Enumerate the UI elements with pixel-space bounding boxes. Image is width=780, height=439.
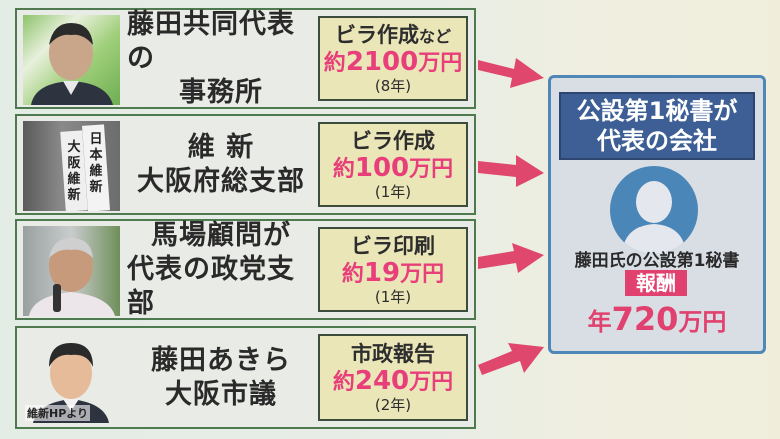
panel-title-line1: 公設第1秘書が bbox=[576, 97, 738, 125]
svg-text:阪: 阪 bbox=[67, 156, 81, 171]
svg-text:日: 日 bbox=[89, 132, 102, 147]
arrow-right-icon bbox=[478, 155, 544, 187]
person-silhouette-icon bbox=[610, 166, 698, 254]
label-line1: 馬場顧問が bbox=[151, 219, 291, 251]
amount-value: 約19万円 bbox=[341, 257, 445, 288]
label-line1: 藤田共同代表の bbox=[127, 8, 295, 74]
svg-text:本: 本 bbox=[89, 147, 102, 163]
amount-years: (1年) bbox=[374, 182, 412, 201]
row-label: 馬場顧問が 代表の政党支部 bbox=[127, 219, 315, 319]
arrow-right-icon bbox=[478, 58, 544, 88]
row-fujita-akira: 維新HPより 藤田あきら 大阪市議 市政報告 約240万円 (2年) bbox=[15, 326, 476, 429]
amount-title: ビラ印刷 bbox=[351, 233, 435, 258]
row-label: 維 新 大阪府総支部 bbox=[127, 116, 315, 213]
panel-title: 公設第1秘書が 代表の会社 bbox=[559, 92, 755, 160]
amount-title: ビラ作成 bbox=[351, 128, 435, 153]
amount-value: 約2100万円 bbox=[323, 46, 463, 77]
label-line2: 代表の政党支部 bbox=[127, 253, 295, 319]
arrow-right-icon bbox=[478, 343, 544, 375]
photo-baba bbox=[23, 226, 120, 316]
secretary-company-panel: 公設第1秘書が 代表の会社 藤田氏の公設第1秘書 報酬 年720万円 bbox=[548, 75, 766, 354]
arrow-right-icon bbox=[478, 243, 544, 273]
panel-title-line2: 代表の会社 bbox=[597, 127, 717, 155]
svg-text:新: 新 bbox=[89, 179, 102, 195]
amount-value: 約100万円 bbox=[332, 152, 454, 183]
fee-value: 年720万円 bbox=[587, 300, 727, 338]
row-baba-branch: 馬場顧問が 代表の政党支部 ビラ印刷 約19万円 (1年) bbox=[15, 219, 476, 320]
amount-box: 市政報告 約240万円 (2年) bbox=[318, 334, 468, 421]
label-line1: 藤田あきら bbox=[151, 344, 291, 376]
amount-years: (1年) bbox=[374, 287, 412, 306]
row-label: 藤田あきら 大阪市議 bbox=[127, 328, 315, 427]
secretary-label: 藤田氏の公設第1秘書 bbox=[574, 251, 740, 271]
photo-fujita bbox=[23, 15, 120, 105]
amount-title: ビラ作成など bbox=[334, 22, 451, 47]
svg-text:維: 維 bbox=[89, 163, 102, 179]
amount-box: ビラ作成 約100万円 (1年) bbox=[318, 122, 468, 207]
svg-text:大: 大 bbox=[67, 139, 80, 155]
amount-years: (2年) bbox=[374, 395, 412, 414]
photo-fujita-akira: 維新HPより bbox=[23, 333, 120, 423]
label-line2: 大阪府総支部 bbox=[137, 165, 305, 197]
label-line1: 維 新 bbox=[187, 131, 255, 163]
svg-text:新: 新 bbox=[67, 187, 80, 203]
amount-value: 約240万円 bbox=[332, 365, 454, 396]
row-fujita-office: 藤田共同代表の 事務所 ビラ作成など 約2100万円 (8年) bbox=[15, 8, 476, 109]
photo-office-signs: 大 阪 維 新 日 本 維 新 bbox=[23, 121, 120, 211]
amount-years: (8年) bbox=[374, 76, 412, 95]
label-line2: 事務所 bbox=[179, 76, 263, 108]
row-ishin-osaka: 大 阪 維 新 日 本 維 新 維 新 大阪府総支部 ビラ作成 約100万円 (… bbox=[15, 114, 476, 215]
photo-credit: 維新HPより bbox=[25, 405, 91, 421]
label-line2: 大阪市議 bbox=[165, 378, 277, 410]
fee-badge: 報酬 bbox=[625, 270, 687, 296]
amount-title: 市政報告 bbox=[351, 341, 435, 366]
row-label: 藤田共同代表の 事務所 bbox=[127, 8, 315, 108]
amount-box: ビラ作成など 約2100万円 (8年) bbox=[318, 16, 468, 101]
amount-box: ビラ印刷 約19万円 (1年) bbox=[318, 227, 468, 312]
svg-text:維: 維 bbox=[67, 171, 80, 187]
